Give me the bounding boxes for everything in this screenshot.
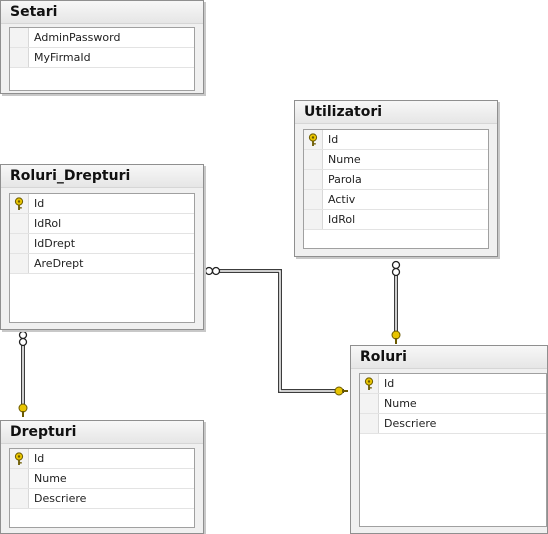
primary-key-icon [364,377,374,390]
column-name: Id [328,133,339,146]
column-row[interactable]: Id [360,374,546,394]
row-selector [10,469,29,488]
row-selector [360,414,379,433]
many-end-infinity-icon [18,330,28,347]
row-selector [304,210,323,229]
column-name: MyFirmaId [34,51,91,64]
column-row[interactable]: Parola [304,170,488,190]
row-selector [304,170,323,189]
column-row[interactable]: Nume [10,469,194,489]
column-name: Id [34,197,45,210]
column-row[interactable]: IdRol [304,210,488,230]
column-row[interactable]: IdRol [10,214,194,234]
row-selector [10,48,29,67]
row-selector [10,214,29,233]
many-end-infinity-icon [391,260,401,277]
row-selector [360,394,379,413]
column-name: IdRol [328,213,356,226]
relationship-rolurid-roluri[interactable] [204,266,348,396]
row-selector [304,130,323,149]
column-name: Nume [34,472,67,485]
column-name: Nume [384,397,417,410]
column-row[interactable]: Descriere [10,489,194,509]
row-selector [304,190,323,209]
primary-key-icon [14,197,24,210]
table-title: Roluri_Drepturi [1,165,203,188]
column-name: AreDrept [34,257,84,270]
relationship-utilizatori-roluri[interactable] [391,260,401,345]
column-name: AdminPassword [34,31,121,44]
column-row[interactable]: MyFirmaId [10,48,194,68]
column-row[interactable]: Activ [304,190,488,210]
column-row[interactable]: AdminPassword [10,28,194,48]
table-title: Setari [1,1,203,24]
column-name: IdDrept [34,237,76,250]
column-row[interactable]: AreDrept [10,254,194,274]
column-name: Descriere [384,417,437,430]
row-selector [10,234,29,253]
column-name: Activ [328,193,356,206]
many-end-infinity-icon [204,266,221,276]
column-row[interactable]: Id [10,449,194,469]
column-name: IdRol [34,217,62,230]
row-selector [10,489,29,508]
column-name: Descriere [34,492,87,505]
table-title: Utilizatori [295,101,497,124]
row-selector [10,449,29,468]
row-selector [10,194,29,213]
column-row[interactable]: Nume [360,394,546,414]
row-selector [360,374,379,393]
primary-key-icon [14,452,24,465]
column-row[interactable]: IdDrept [10,234,194,254]
one-end-key-icon [18,403,28,417]
column-name: Id [384,377,395,390]
table-title: Drepturi [1,421,203,444]
column-name: Id [34,452,45,465]
column-row[interactable]: Id [10,194,194,214]
one-end-key-icon [391,330,401,344]
column-name: Parola [328,173,362,186]
row-selector [304,150,323,169]
one-end-key-icon [334,386,348,396]
column-row[interactable]: Descriere [360,414,546,434]
primary-key-icon [308,133,318,146]
column-row[interactable]: Nume [304,150,488,170]
row-selector [10,254,29,273]
column-name: Nume [328,153,361,166]
row-selector [10,28,29,47]
relationship-rolurid-drepturi[interactable] [18,330,28,417]
table-title: Roluri [351,346,547,369]
column-row[interactable]: Id [304,130,488,150]
